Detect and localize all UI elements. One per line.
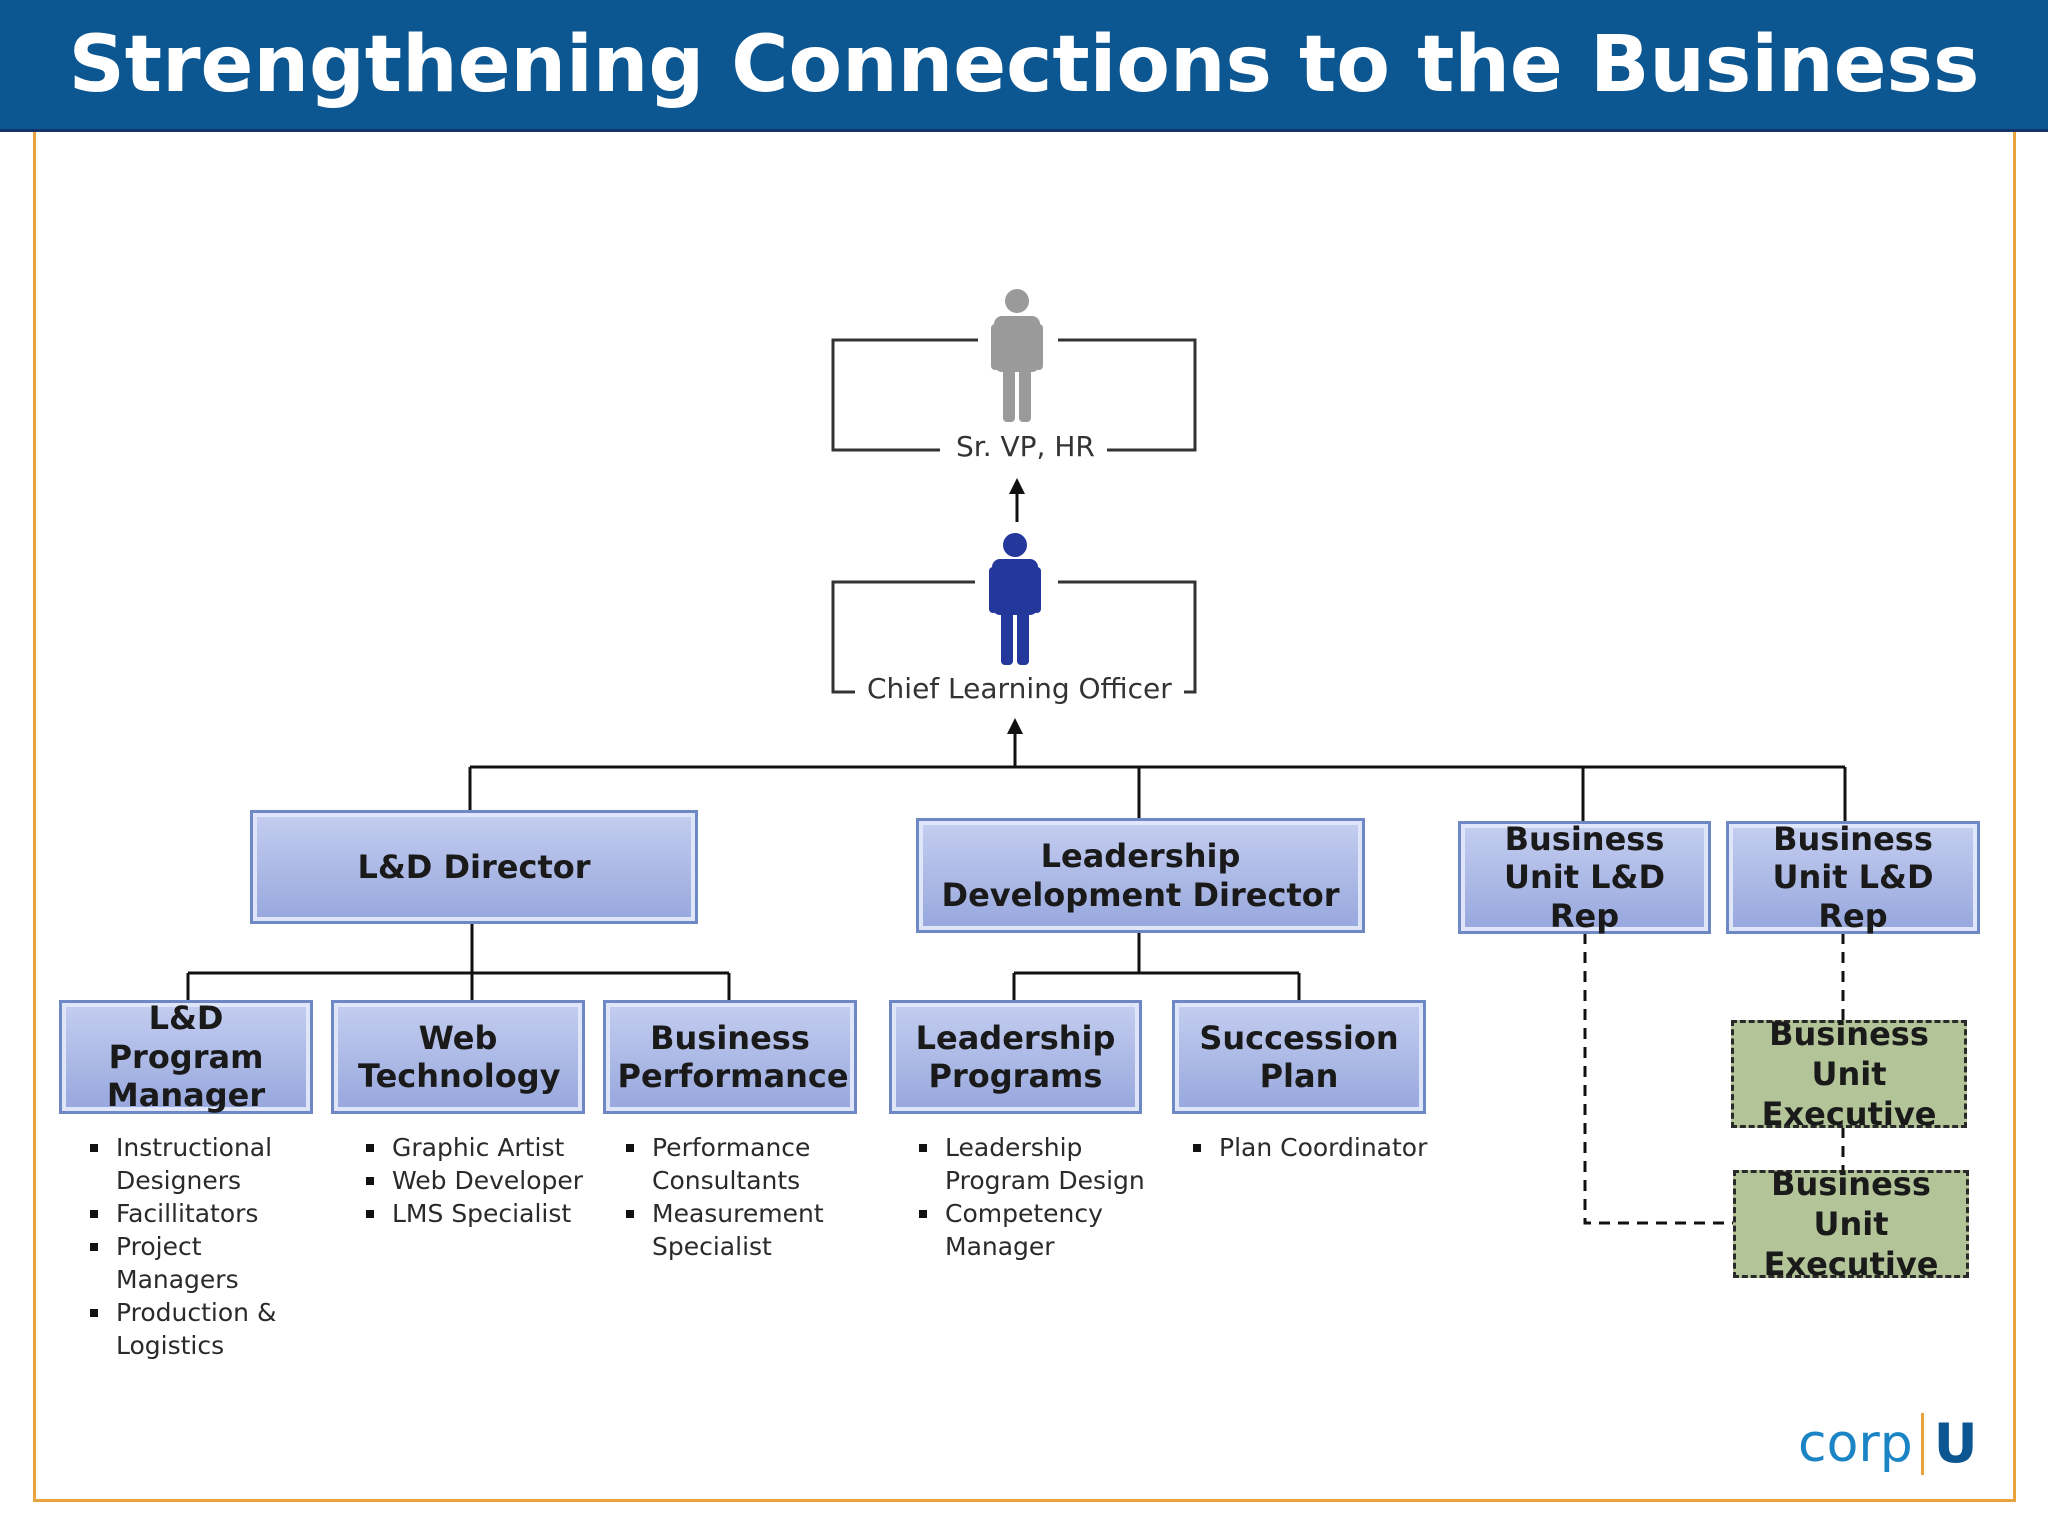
- program-manager-roles: Instructional Designers Facillitators Pr…: [88, 1131, 288, 1362]
- logo-divider: [1920, 1412, 1924, 1475]
- succession-plan-label: Succession Plan: [1199, 1018, 1399, 1095]
- bu-rep-label-1: Business Unit L&D Rep: [1503, 819, 1666, 935]
- role-item: Project Managers: [88, 1230, 288, 1296]
- arrowhead-clo: [1007, 718, 1023, 734]
- bu-executive-label-1: Business Unit Executive: [1761, 1015, 1937, 1133]
- leadership-programs-roles: Leadership Program Design Competency Man…: [917, 1131, 1147, 1263]
- succession-plan-roles: Plan Coordinator: [1191, 1131, 1441, 1164]
- role-item: Measurement Specialist: [624, 1197, 854, 1263]
- program-manager-label: L&D Program Manager: [106, 999, 266, 1115]
- bu-executive-box-1: Business Unit Executive: [1731, 1015, 1967, 1133]
- role-item: Facillitators: [88, 1197, 288, 1230]
- role-item: Leadership Program Design: [917, 1131, 1147, 1197]
- bu-executive-label-2: Business Unit Executive: [1763, 1165, 1939, 1283]
- clo-label: Chief Learning Officer: [855, 672, 1184, 705]
- leadership-programs-box: Leadership Programs: [889, 1000, 1142, 1114]
- bu-rep-box-1: Business Unit L&D Rep: [1458, 819, 1711, 935]
- title-bar: Strengthening Connections to the Busines…: [0, 0, 2048, 132]
- ld-director-label: L&D Director: [357, 847, 591, 886]
- leadership-programs-label: Leadership Programs: [915, 1018, 1116, 1095]
- bu-rep-box-2: Business Unit L&D Rep: [1726, 819, 1980, 935]
- bu-rep-label-2: Business Unit L&D Rep: [1772, 819, 1934, 935]
- role-item: LMS Specialist: [364, 1197, 604, 1230]
- logo-mark: U: [1933, 1412, 1978, 1475]
- program-manager-box: L&D Program Manager: [59, 999, 313, 1115]
- corpu-logo: corp U: [1798, 1412, 1978, 1475]
- business-performance-roles: Performance Consultants Measurement Spec…: [624, 1131, 854, 1263]
- web-technology-roles: Graphic Artist Web Developer LMS Special…: [364, 1131, 604, 1230]
- business-performance-label: Business Performance: [617, 1018, 849, 1095]
- sr-vp-bracket-right: [1058, 338, 1197, 452]
- web-technology-label: Web Technology: [358, 1018, 561, 1095]
- sr-vp-bracket-left: [831, 338, 978, 452]
- bu1-exec-dashed-link: [1583, 933, 1735, 1225]
- web-technology-box: Web Technology: [331, 1000, 585, 1114]
- arrowhead-sr-vp: [1009, 478, 1025, 494]
- content-frame: [33, 132, 2016, 1502]
- logo-word: corp: [1798, 1413, 1913, 1474]
- slide-title: Strengthening Connections to the Busines…: [68, 19, 1980, 110]
- person-icon-clo: [989, 533, 1041, 665]
- business-performance-box: Business Performance: [603, 1000, 857, 1114]
- role-item: Instructional Designers: [88, 1131, 288, 1197]
- leadership-director-box: Leadership Development Director: [916, 818, 1365, 933]
- role-item: Competency Manager: [917, 1197, 1147, 1263]
- role-item: Production & Logistics: [88, 1296, 288, 1362]
- leadership-director-label: Leadership Development Director: [941, 837, 1340, 914]
- role-item: Graphic Artist: [364, 1131, 604, 1164]
- role-item: Web Developer: [364, 1164, 604, 1197]
- person-icon-sr-vp: [991, 289, 1043, 422]
- ld-director-box: L&D Director: [250, 810, 698, 924]
- clo-bracket-left: [831, 580, 975, 694]
- role-item: Performance Consultants: [624, 1131, 854, 1197]
- role-item: Plan Coordinator: [1191, 1131, 1441, 1164]
- succession-plan-box: Succession Plan: [1172, 1000, 1426, 1114]
- bu-executive-box-2: Business Unit Executive: [1733, 1165, 1969, 1283]
- sr-vp-label: Sr. VP, HR: [944, 430, 1107, 463]
